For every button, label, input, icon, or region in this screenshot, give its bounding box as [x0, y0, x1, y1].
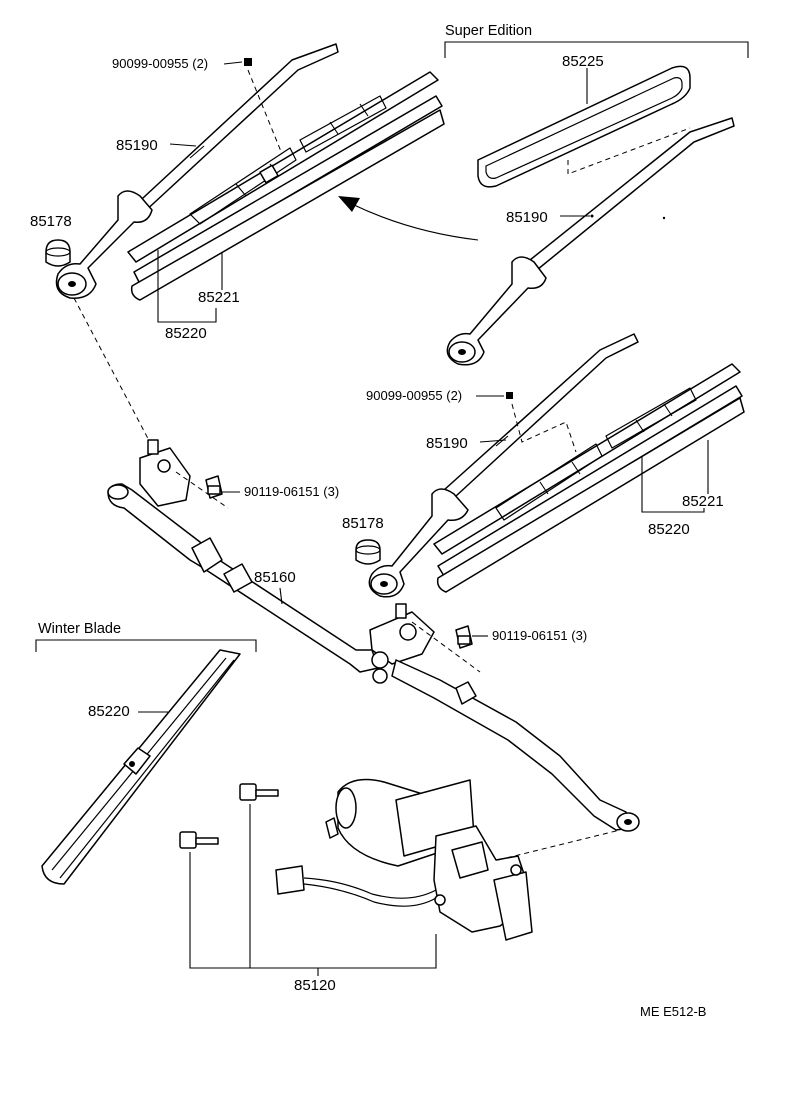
guide-bolt-right — [511, 403, 577, 453]
cap-85178-top — [45, 239, 71, 267]
label-85178-top: 85178 — [30, 213, 72, 230]
label-85190-right: 85190 — [426, 435, 468, 452]
wiper-blade-top-left — [127, 71, 445, 301]
bolt-icon-right — [506, 392, 513, 399]
reference-code: ME E512-B — [640, 1004, 706, 1019]
wiper-arm-top-left — [55, 43, 339, 299]
motor-connector-icon — [275, 865, 437, 907]
winter-blade-header: Winter Blade — [38, 621, 121, 637]
label-nut-right: 90119-06151 (3) — [492, 628, 587, 643]
winter-blade-85220 — [41, 649, 241, 885]
wiper-blade-right — [433, 363, 745, 593]
super-edition-bracket — [444, 41, 749, 58]
nut-icon-left — [205, 475, 223, 499]
cap-85178-right — [355, 539, 381, 565]
spoiler-85225 — [477, 65, 691, 188]
super-edition-header: Super Edition — [445, 23, 532, 39]
label-85220-top: 85220 — [165, 325, 207, 342]
label-bolt-top: 90099-00955 (2) — [112, 56, 208, 71]
nut-icon-right — [455, 625, 473, 649]
label-85190-top: 85190 — [116, 137, 158, 154]
motor-bolt-icon-upper — [239, 783, 279, 801]
motor-bolt-icon-lower — [179, 831, 219, 849]
guide-spoiler — [567, 127, 691, 175]
label-bolt-right: 90099-00955 (2) — [366, 388, 462, 403]
linkage-85160 — [73, 297, 640, 832]
label-85190-super: 85190 — [506, 209, 548, 226]
label-85220-winter: 85220 — [88, 703, 130, 720]
label-85120: 85120 — [294, 977, 336, 994]
label-85178-right: 85178 — [342, 515, 384, 532]
wiper-arm-super-edition — [446, 117, 735, 366]
label-85225: 85225 — [562, 53, 604, 70]
guide-bolt-top — [247, 69, 283, 155]
wiper-arm-right — [368, 333, 639, 598]
wiper-motor-85120 — [325, 778, 621, 941]
winter-blade-bracket — [35, 639, 257, 652]
label-85160: 85160 — [254, 569, 296, 586]
swap-arrow-icon — [338, 196, 479, 241]
bolt-icon-top — [244, 58, 252, 66]
label-85221-top: 85221 — [198, 289, 240, 306]
label-nut-left: 90119-06151 (3) — [244, 484, 339, 499]
motor-bracket — [189, 852, 437, 969]
label-85221-right: 85221 — [682, 493, 724, 510]
label-85220-right: 85220 — [648, 521, 690, 538]
